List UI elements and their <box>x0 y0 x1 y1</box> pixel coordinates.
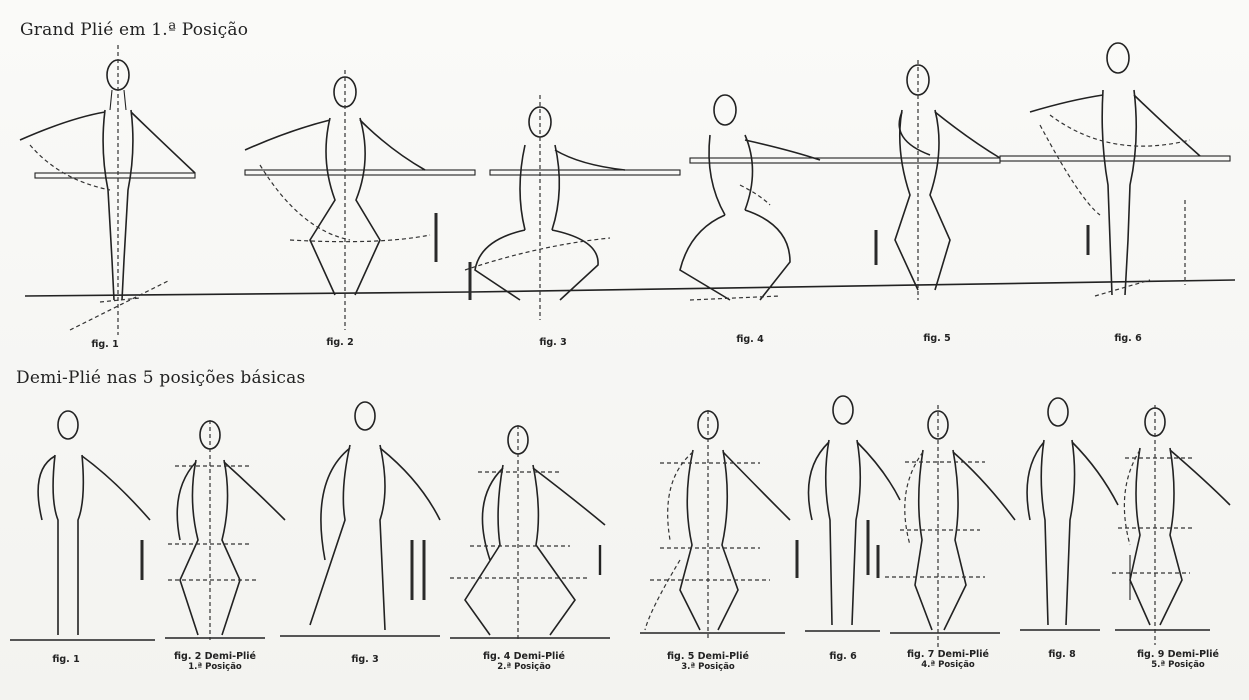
top-figure-6 <box>1030 43 1200 296</box>
bottom-figure-5 <box>645 410 797 640</box>
bottom-caption-fig-8-label: fig. 8 <box>1048 649 1075 660</box>
bottom-caption-fig-3-label: fig. 3 <box>351 654 378 665</box>
bottom-caption-fig-7-label: fig. 7 Demi-Plié <box>907 649 989 660</box>
top-caption-fig-1: fig. 1 <box>91 340 118 350</box>
top-figure-3 <box>465 95 625 320</box>
bottom-caption-fig-7-sub: 4.ª Posição <box>907 660 989 670</box>
bottom-caption-fig-1-label: fig. 1 <box>52 654 79 665</box>
bottom-caption-fig-8: fig. 8 <box>1048 650 1075 660</box>
bottom-figure-7 <box>885 405 1015 650</box>
top-figure-2 <box>245 70 436 330</box>
top-caption-fig-4: fig. 4 <box>736 335 763 345</box>
bottom-caption-fig-4-label: fig. 4 Demi-Plié <box>483 651 565 662</box>
bottom-figure-4 <box>450 425 605 640</box>
bottom-figure-2 <box>168 420 285 640</box>
bottom-caption-fig-2-sub: 1.ª Posição <box>174 662 256 672</box>
top-caption-fig-5: fig. 5 <box>923 334 950 344</box>
bottom-figure-3 <box>310 402 440 630</box>
top-figure-5 <box>876 60 1000 300</box>
top-caption-fig-6: fig. 6 <box>1114 334 1141 344</box>
bottom-figure-9 <box>1112 405 1230 645</box>
top-figure-1 <box>20 45 195 335</box>
top-figure-4 <box>680 95 820 300</box>
bottom-caption-fig-6: fig. 6 <box>829 652 856 662</box>
bottom-caption-fig-5: fig. 5 Demi-Plié 3.ª Posição <box>667 652 749 672</box>
bottom-caption-fig-9-sub: 5.ª Posição <box>1137 660 1219 670</box>
bottom-figure-8 <box>1027 398 1118 625</box>
bottom-caption-fig-6-label: fig. 6 <box>829 651 856 662</box>
bottom-caption-fig-2: fig. 2 Demi-Plié 1.ª Posição <box>174 652 256 672</box>
top-caption-fig-3: fig. 3 <box>539 338 566 348</box>
bottom-caption-fig-7: fig. 7 Demi-Plié 4.ª Posição <box>907 650 989 670</box>
bottom-caption-fig-2-label: fig. 2 Demi-Plié <box>174 651 256 662</box>
top-floor-line <box>25 280 1235 296</box>
bottom-floor-lines <box>10 630 1210 640</box>
bottom-figure-1 <box>38 411 150 635</box>
bottom-caption-fig-3: fig. 3 <box>351 655 378 665</box>
bottom-caption-fig-9-label: fig. 9 Demi-Plié <box>1137 649 1219 660</box>
bottom-figure-6 <box>808 396 900 625</box>
bottom-caption-fig-5-label: fig. 5 Demi-Plié <box>667 651 749 662</box>
bottom-caption-fig-1: fig. 1 <box>52 655 79 665</box>
bottom-caption-fig-9: fig. 9 Demi-Plié 5.ª Posição <box>1137 650 1219 670</box>
bottom-caption-fig-4-sub: 2.ª Posição <box>483 662 565 672</box>
top-caption-fig-2: fig. 2 <box>326 338 353 348</box>
top-barre <box>35 156 1230 178</box>
bottom-caption-fig-4: fig. 4 Demi-Plié 2.ª Posição <box>483 652 565 672</box>
bottom-caption-fig-5-sub: 3.ª Posição <box>667 662 749 672</box>
